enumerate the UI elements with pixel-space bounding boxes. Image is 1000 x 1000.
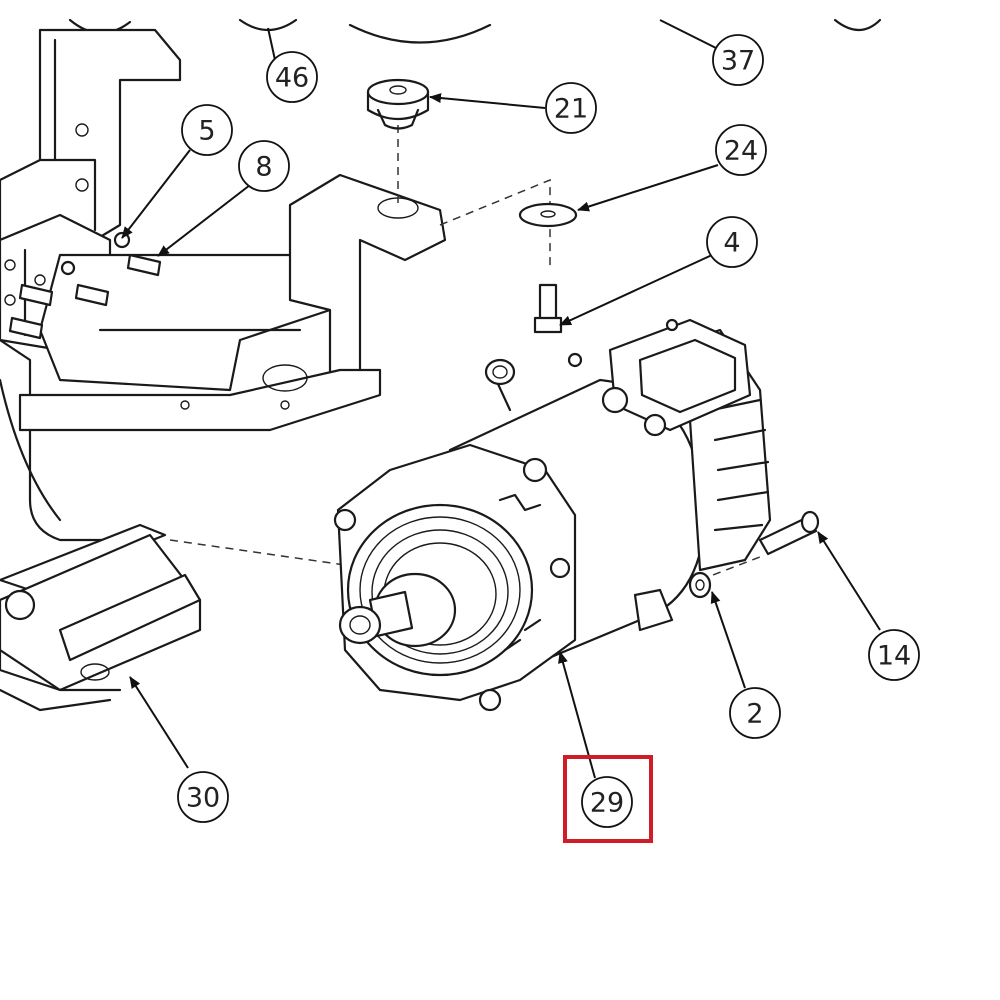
callout-30: 30 <box>177 771 229 823</box>
grommet-part <box>366 78 430 130</box>
callout-8: 8 <box>238 140 290 192</box>
callout-5: 5 <box>181 104 233 156</box>
motor-assembly <box>333 318 772 712</box>
long-bolt-part <box>758 510 820 556</box>
cross-plate-bracket <box>18 173 447 432</box>
svg-text:30: 30 <box>186 783 220 814</box>
bolt-part <box>533 283 563 334</box>
callout-37: 37 <box>712 34 764 86</box>
callout-2: 2 <box>729 687 781 739</box>
callout-21: 21 <box>545 82 597 134</box>
callout-14: 14 <box>868 629 920 681</box>
highlight-box <box>563 755 653 843</box>
callout-24: 24 <box>715 124 767 176</box>
svg-text:37: 37 <box>721 46 755 77</box>
top-cropped-parts <box>68 18 882 44</box>
svg-text:46: 46 <box>275 63 309 94</box>
svg-text:5: 5 <box>198 116 215 147</box>
callout-29: 29 <box>563 755 653 843</box>
svg-text:21: 21 <box>554 94 588 125</box>
svg-text:14: 14 <box>877 641 911 672</box>
washer-part <box>518 202 578 228</box>
callout-4: 4 <box>706 216 758 268</box>
lock-washer-part <box>688 571 712 599</box>
assembly-center-lines <box>169 125 766 581</box>
svg-text:4: 4 <box>723 228 740 259</box>
callout-46: 46 <box>266 51 318 103</box>
bracket-bolts <box>8 231 162 340</box>
mounting-foot-bracket <box>0 523 202 712</box>
svg-text:2: 2 <box>746 699 763 730</box>
svg-text:24: 24 <box>724 136 758 167</box>
svg-text:8: 8 <box>255 152 272 183</box>
svg-text:29: 29 <box>590 788 624 819</box>
